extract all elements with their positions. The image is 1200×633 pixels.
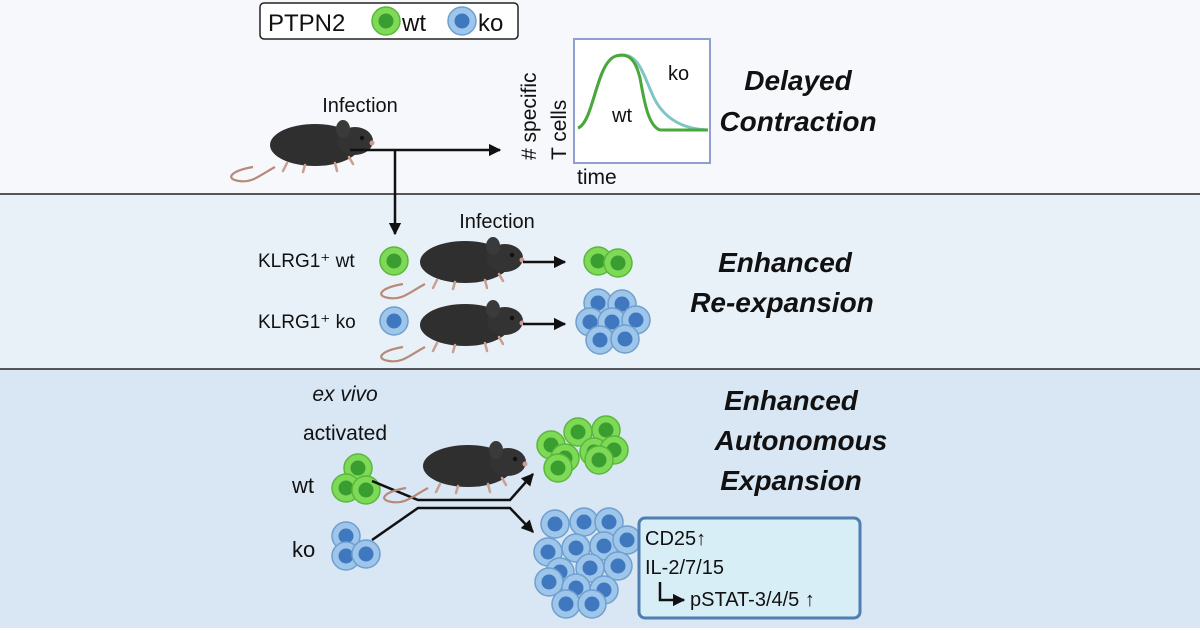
plot-ylabel-line1: # specific (518, 72, 541, 160)
legend-ko-cell-icon (447, 6, 477, 36)
box-line-cytokines: IL-2/7/15 (645, 557, 724, 579)
panel3-ko-label: ko (292, 537, 315, 562)
panel-3: ex vivo activated wt ko Enhanced Autonom… (291, 383, 888, 620)
legend-wt-cell-icon (371, 6, 401, 36)
curve-ko-label: ko (668, 63, 689, 85)
panel-2: Infection KLRG1⁺ wt KLRG1⁺ ko Enhanced R… (258, 211, 874, 363)
contraction-plot-frame (573, 38, 711, 164)
arrow (371, 506, 534, 542)
signaling-box (637, 516, 862, 620)
ko-cell-icon (351, 539, 381, 569)
plot-ylabel-line2: T cells (548, 100, 571, 160)
panel3-title-line3: Expansion (720, 465, 862, 496)
wt-cell-icon (379, 246, 409, 276)
plot-xlabel: time (577, 166, 617, 189)
box-line-pstat: pSTAT-3/4/5 ↑ (690, 589, 815, 611)
panel2-title-line1: Enhanced (718, 247, 853, 278)
curve-wt-label: wt (611, 105, 632, 127)
legend-gene: PTPN2 (268, 10, 345, 37)
wt-cell-icon (351, 475, 381, 505)
box-line-cd25: CD25↑ (645, 528, 706, 550)
label-ex-vivo: ex vivo (312, 383, 378, 406)
ko-cell-icon (379, 306, 409, 336)
wt-cell-icon (603, 248, 633, 278)
wt-curve (577, 53, 708, 132)
panel1-infection-label: Infection (322, 95, 398, 117)
row1-label: KLRG1⁺ wt (258, 251, 355, 272)
row2-label: KLRG1⁺ ko (258, 312, 356, 333)
panel3-title-line2: Autonomous (714, 425, 888, 456)
panel3-title-line1: Enhanced (724, 385, 859, 416)
panel2-title-line2: Re-expansion (690, 287, 874, 318)
legend-wt-label: wt (401, 10, 426, 37)
panel1-title-line1: Delayed (744, 65, 852, 96)
panel2-infection-label: Infection (459, 211, 535, 233)
label-activated: activated (303, 422, 387, 445)
legend-ko-label: ko (478, 10, 503, 37)
elbow-arrow-icon (658, 582, 686, 607)
panel1-title-line2: Contraction (719, 106, 876, 137)
legend: PTPN2 wt ko (259, 2, 519, 40)
panel3-wt-label: wt (291, 473, 314, 498)
panel-1: Infection # specific T cells wt ko time … (229, 38, 877, 236)
